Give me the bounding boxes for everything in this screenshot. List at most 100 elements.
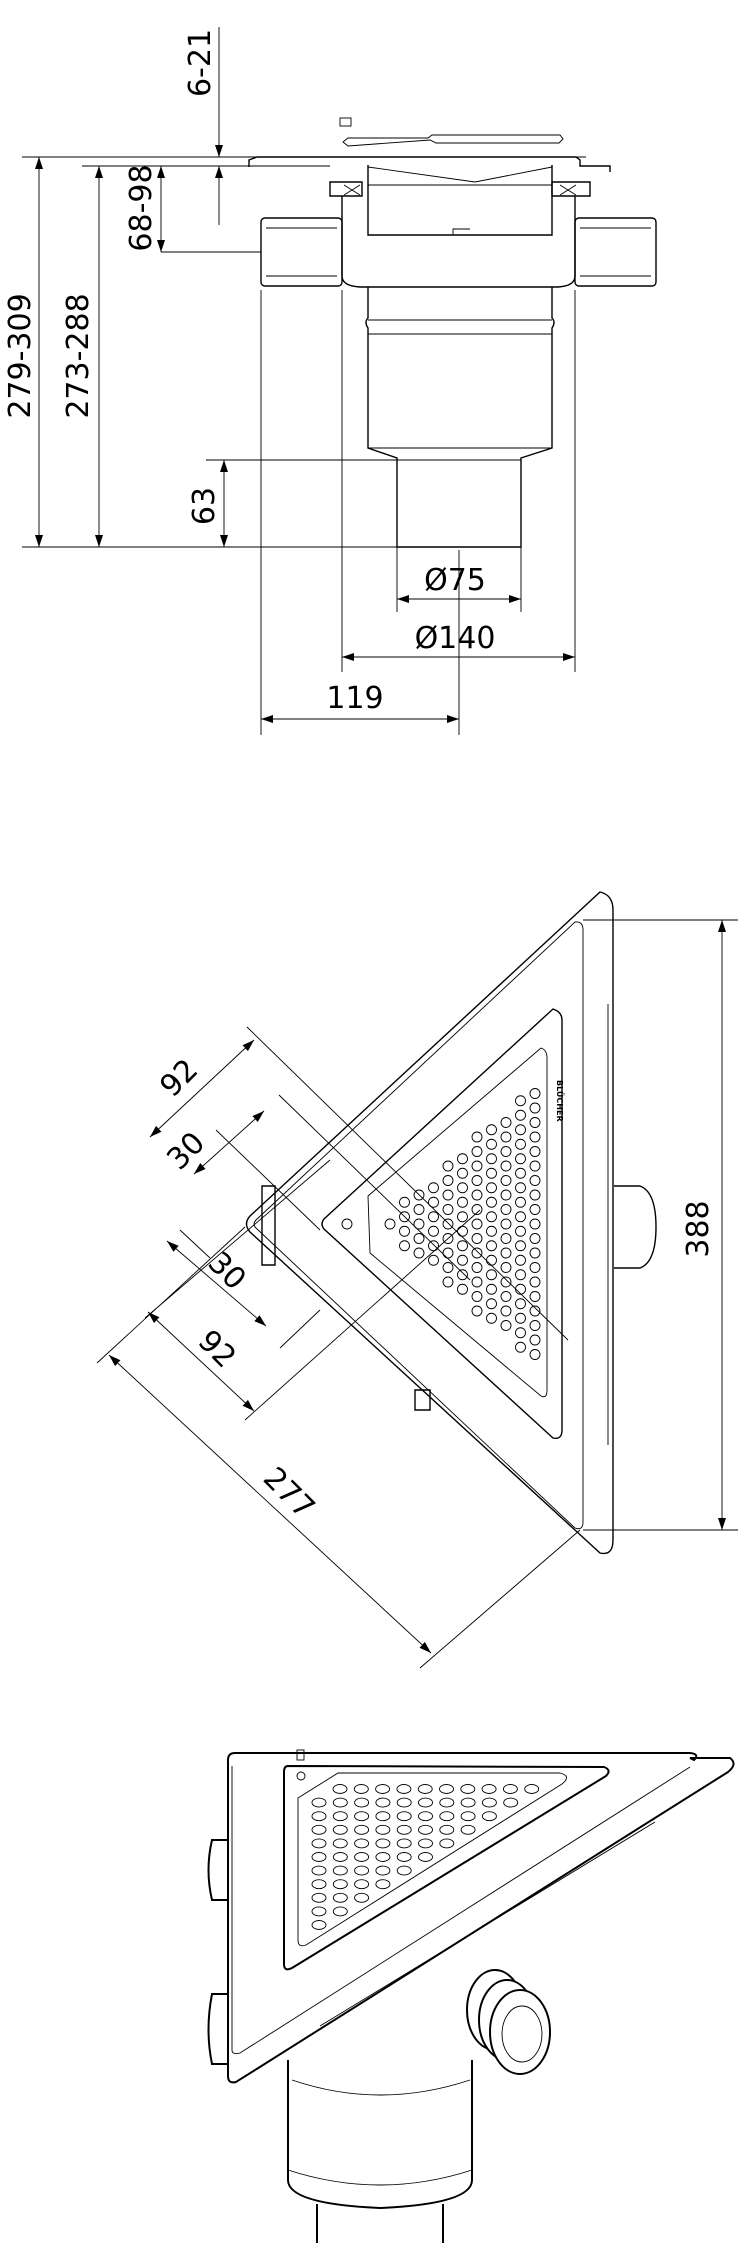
grate-hole (442, 1160, 454, 1172)
grate-hole (442, 1262, 454, 1273)
grate-hole (500, 1320, 512, 1331)
dim-line-277 (108, 1354, 432, 1654)
grate-hole (442, 1233, 454, 1244)
grate-hole (311, 1824, 327, 1835)
grate-hole (457, 1240, 468, 1252)
grate-hole (354, 1811, 370, 1822)
dim-label-92-top: 92 (153, 1052, 205, 1104)
grate-hole (460, 1811, 476, 1822)
grate-hole (471, 1276, 483, 1288)
grate-hole (515, 1298, 526, 1310)
grate-hole (471, 1262, 483, 1273)
lower-body (365, 287, 555, 548)
grate-hole (515, 1109, 526, 1121)
frame (321, 1008, 563, 1440)
grate-hole (486, 1283, 497, 1295)
grate-hole (311, 1797, 327, 1808)
grate-hole (428, 1240, 439, 1252)
grate (367, 1047, 548, 1398)
grate-hole (413, 1233, 425, 1244)
grate-hole (375, 1879, 391, 1890)
iso-flange-edges (231, 1766, 691, 2055)
grate-hole (396, 1784, 412, 1794)
grate-hole (332, 1892, 348, 1903)
grate-hole (529, 1102, 541, 1114)
grate-hole (311, 1879, 327, 1890)
grate-hole (396, 1852, 412, 1862)
grate-hole (396, 1865, 412, 1876)
dim-label-68-98: 68-98 (124, 164, 159, 251)
grate-hole (529, 1262, 541, 1273)
grate-hole (354, 1865, 370, 1876)
grate-screw (339, 117, 352, 127)
grate-hole (442, 1247, 454, 1259)
dim-label-92-bottom: 92 (191, 1323, 243, 1375)
dim-label-6-21: 6-21 (183, 29, 218, 97)
grate-hole (457, 1211, 468, 1223)
grate-hole (486, 1269, 497, 1281)
grate-hole (332, 1879, 348, 1890)
grate-hole (354, 1852, 370, 1862)
grate-hole (515, 1124, 526, 1136)
grate-hole (486, 1167, 497, 1179)
grate-hole (457, 1196, 468, 1208)
grate-hole (515, 1341, 526, 1353)
grate-hole (486, 1225, 497, 1237)
grate-hole (500, 1218, 512, 1230)
grate-hole (486, 1298, 497, 1310)
grate-hole (515, 1153, 526, 1165)
grate-hole (439, 1784, 454, 1794)
grate-hole (375, 1797, 391, 1808)
grate-hole (375, 1838, 391, 1849)
inlet-stub-bottom (414, 1389, 431, 1411)
grate-hole (457, 1225, 468, 1237)
flange (248, 156, 611, 172)
grate-hole (500, 1131, 512, 1143)
iso-grate-holes (311, 1784, 540, 1930)
inlet-stubs-left (207, 1839, 229, 2065)
grate-hole (515, 1095, 526, 1107)
grate-hole (486, 1182, 497, 1194)
top-view: BLÜCHER 388 92 30 30 92 277 (96, 891, 738, 1669)
dim-line-92-bottom (147, 1311, 255, 1412)
dim-label-119: 119 (326, 681, 383, 716)
grate-hole (486, 1196, 497, 1208)
grate-basket-detail (367, 166, 553, 235)
grate-hole (375, 1824, 391, 1835)
grate-hole (457, 1153, 468, 1165)
grate-hole (515, 1225, 526, 1237)
grate-hole (439, 1797, 455, 1808)
grate-hole (457, 1283, 468, 1295)
grate-hole (396, 1824, 412, 1835)
grate-hole (332, 1797, 348, 1808)
grate-hole (460, 1784, 476, 1794)
grate-hole (515, 1327, 526, 1339)
lower-body-grooves (368, 319, 552, 461)
seal-hatch (343, 184, 577, 196)
grate-hole (442, 1175, 454, 1186)
grate-hole (486, 1153, 497, 1165)
grate-hole (515, 1269, 526, 1281)
grate-holes (384, 1088, 541, 1360)
grate-hole (471, 1146, 483, 1157)
grate-hole (413, 1189, 425, 1201)
grate-hole (529, 1291, 541, 1302)
grate-hole (500, 1204, 512, 1215)
grate-hole (515, 1211, 526, 1223)
grate-hole (428, 1196, 439, 1208)
grate-hole (529, 1204, 541, 1215)
grate-hole (418, 1824, 433, 1835)
grate-hole (311, 1865, 327, 1876)
grate-hole (353, 1784, 369, 1794)
spigot-bore (501, 2005, 543, 2063)
grate-hole (500, 1117, 512, 1128)
grate-hole (442, 1189, 454, 1201)
grate-hole (529, 1146, 541, 1157)
grate-hole (529, 1276, 541, 1288)
grate-hole (515, 1283, 526, 1295)
grate-hole (413, 1247, 425, 1259)
iso-grate (283, 1764, 610, 1971)
grate-hole (439, 1838, 455, 1849)
grate-hole (500, 1189, 512, 1201)
